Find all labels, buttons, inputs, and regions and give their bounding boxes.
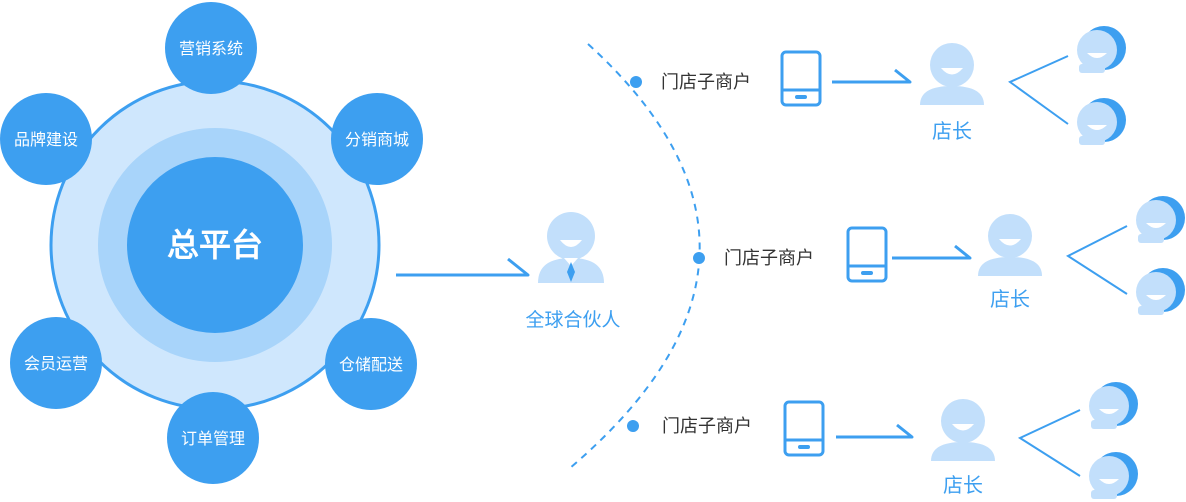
module-bubble-logistics <box>325 318 417 410</box>
branch-node <box>627 420 639 432</box>
fan-lines <box>1065 225 1128 295</box>
arrow-icon <box>832 68 912 84</box>
branch-node <box>693 252 705 264</box>
arrow-icon <box>892 244 972 260</box>
customer-icon <box>1089 382 1138 429</box>
module-bubble-marketing <box>165 2 257 94</box>
arrow-icon <box>396 257 530 277</box>
connection-arc <box>569 43 701 469</box>
module-bubble-distribution <box>331 93 423 185</box>
merchant-label: 门店子商户 <box>662 416 752 437</box>
center-label: 总平台 <box>167 226 263 264</box>
manager-label: 店长 <box>990 287 1030 311</box>
module-label-brand: 品牌建设 <box>14 130 78 149</box>
customer-icon <box>1077 98 1126 145</box>
customer-icon <box>1077 26 1126 73</box>
module-bubbles: 营销系统 分销商城 仓储配送 订单管理 会员运营 品牌建设 <box>0 2 423 484</box>
module-bubble-orders <box>167 392 259 484</box>
module-bubble-members <box>10 317 102 409</box>
branch-2: 门店子商户 店长 <box>693 196 1185 315</box>
phone-icon <box>780 50 822 107</box>
branch-1: 门店子商户 店长 <box>630 26 1126 145</box>
phone-icon <box>783 400 825 457</box>
arrow-icon <box>836 423 914 439</box>
user-icon <box>978 214 1042 276</box>
platform-hub: 总平台 <box>49 79 381 411</box>
module-label-distribution: 分销商城 <box>345 130 409 149</box>
branch-3: 门店子商户 店长 <box>627 382 1138 499</box>
fan-lines <box>1008 55 1069 125</box>
module-label-orders: 订单管理 <box>181 429 245 448</box>
customer-icon <box>1136 268 1185 315</box>
center-circle <box>127 157 303 333</box>
merchant-label: 门店子商户 <box>724 248 814 269</box>
partner-label: 全球合伙人 <box>525 309 620 331</box>
branch-node <box>630 76 642 88</box>
fan-lines <box>1017 409 1081 477</box>
manager-label: 店长 <box>943 473 983 497</box>
partner-icon <box>538 212 604 283</box>
module-label-members: 会员运营 <box>24 354 88 373</box>
phone-icon <box>846 226 888 283</box>
merchant-label: 门店子商户 <box>661 72 751 93</box>
module-bubble-brand <box>0 93 92 185</box>
module-label-logistics: 仓储配送 <box>339 355 403 374</box>
user-icon <box>920 43 984 105</box>
customer-icon <box>1089 452 1138 499</box>
module-label-marketing: 营销系统 <box>179 39 243 58</box>
user-icon <box>931 399 995 461</box>
manager-label: 店长 <box>932 119 972 143</box>
customer-icon <box>1136 196 1185 243</box>
